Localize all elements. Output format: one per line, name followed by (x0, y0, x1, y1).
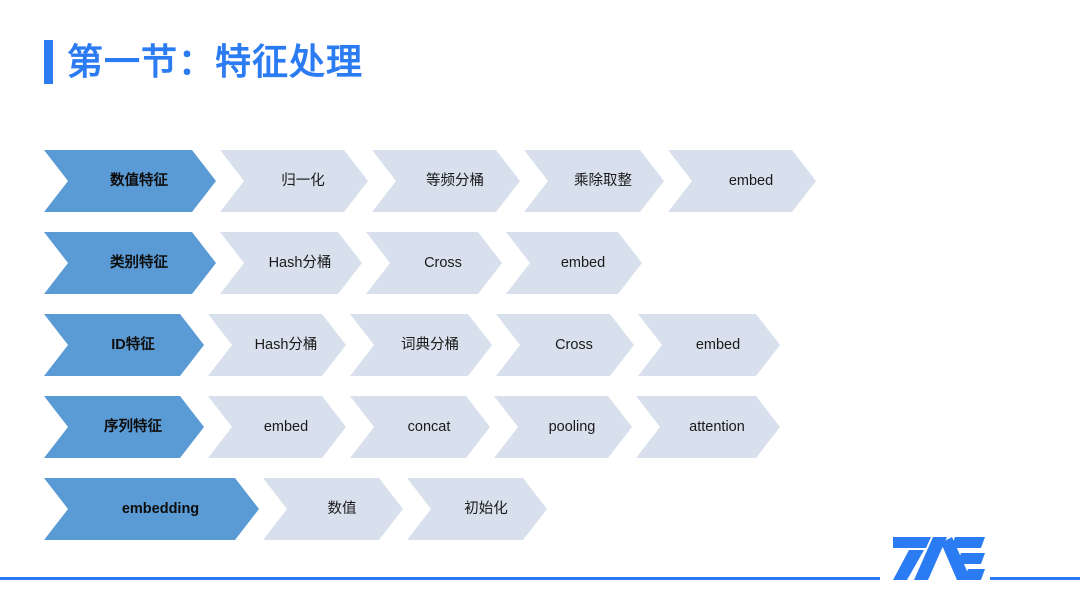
flow-step-label: Hash分桶 (268, 254, 332, 271)
flow-step-label: concat (407, 418, 451, 435)
footer-rule-right (990, 577, 1080, 580)
flow-step-label: attention (689, 418, 745, 435)
flow-step-label: Hash分桶 (254, 336, 318, 353)
flow-step-label: 初始化 (464, 500, 508, 517)
flow-lead-numeric-features[interactable]: 数值特征 (44, 150, 216, 212)
flow-step-label: embed (560, 254, 606, 271)
page-title: 第一节：特征处理 (44, 36, 363, 88)
flow-step[interactable]: Cross (366, 232, 502, 294)
flow-lead-sequence-features[interactable]: 序列特征 (44, 396, 204, 458)
flow-step-label: 数值 (327, 500, 357, 517)
feature-flow-row: 序列特征 embed concat pooling attention (44, 396, 1044, 458)
flow-step-label: Cross (555, 336, 593, 353)
feature-flow-row: ID特征 Hash分桶 词典分桶 Cross embed (44, 314, 1044, 376)
flow-step[interactable]: Hash分桶 (208, 314, 346, 376)
flow-step-label: 乘除取整 (574, 172, 632, 189)
flow-lead-label: 类别特征 (110, 254, 168, 271)
flow-step[interactable]: embed (506, 232, 642, 294)
flow-lead-label: ID特征 (111, 336, 155, 353)
flow-step[interactable]: 归一化 (220, 150, 368, 212)
flow-step-label: embed (695, 336, 741, 353)
feature-flow-row: embedding 数值 初始化 (44, 478, 1044, 540)
flow-lead-label: embedding (121, 500, 200, 517)
flow-lead-label: 数值特征 (110, 172, 168, 189)
feature-flow-row: 数值特征 归一化 等频分桶 乘除取整 embed (44, 150, 1044, 212)
flow-step-label: embed (728, 172, 774, 189)
flow-step-label: 归一化 (281, 172, 325, 189)
footer-rule-left (0, 577, 880, 580)
flow-step[interactable]: 初始化 (407, 478, 547, 540)
flow-step-label: embed (263, 418, 309, 435)
flow-step-label: pooling (548, 418, 596, 435)
flow-step[interactable]: 乘除取整 (524, 150, 664, 212)
flow-step[interactable]: 词典分桶 (350, 314, 492, 376)
flow-lead-label: 序列特征 (104, 418, 162, 435)
flow-step-label: 等频分桶 (426, 172, 484, 189)
flow-step[interactable]: Cross (496, 314, 634, 376)
flow-step[interactable]: Hash分桶 (220, 232, 362, 294)
flow-step[interactable]: pooling (494, 396, 632, 458)
flow-step[interactable]: concat (350, 396, 490, 458)
flow-lead-embedding[interactable]: embedding (44, 478, 259, 540)
flow-step-label: Cross (424, 254, 462, 271)
flow-step[interactable]: embed (638, 314, 780, 376)
tme-logo (893, 537, 985, 581)
feature-flow-list: 数值特征 归一化 等频分桶 乘除取整 embed 类别特征 Hash分桶 Cross embed… (44, 150, 1044, 560)
flow-step[interactable]: embed (668, 150, 816, 212)
flow-step[interactable]: 数值 (263, 478, 403, 540)
title-accent-bar (44, 40, 53, 84)
title-text: 第一节：特征处理 (67, 42, 364, 82)
flow-step-label: 词典分桶 (401, 336, 459, 353)
flow-lead-categorical-features[interactable]: 类别特征 (44, 232, 216, 294)
flow-lead-id-features[interactable]: ID特征 (44, 314, 204, 376)
flow-step[interactable]: 等频分桶 (372, 150, 520, 212)
feature-flow-row: 类别特征 Hash分桶 Cross embed (44, 232, 1044, 294)
flow-step[interactable]: embed (208, 396, 346, 458)
flow-step[interactable]: attention (636, 396, 780, 458)
